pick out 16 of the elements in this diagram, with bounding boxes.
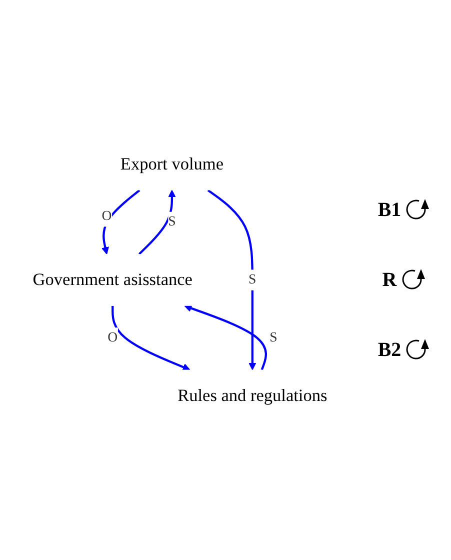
node-text: Rules and regulations <box>178 386 328 406</box>
arrow <box>102 189 140 254</box>
arrow <box>184 304 267 370</box>
node-text: Export volume <box>120 154 224 174</box>
edge-label: O <box>108 330 118 345</box>
edge-label: S <box>168 214 176 230</box>
arrow <box>138 190 176 255</box>
node-text: Government asisstance <box>32 270 192 290</box>
edge-label: S <box>270 330 278 345</box>
edge-label: O <box>102 208 112 224</box>
arrow <box>112 306 190 371</box>
loop-label: B2 <box>378 338 402 362</box>
edge-label: S <box>248 272 256 287</box>
loop-label: R <box>382 268 397 292</box>
arrow <box>207 189 256 370</box>
loop-label: B1 <box>378 198 402 222</box>
